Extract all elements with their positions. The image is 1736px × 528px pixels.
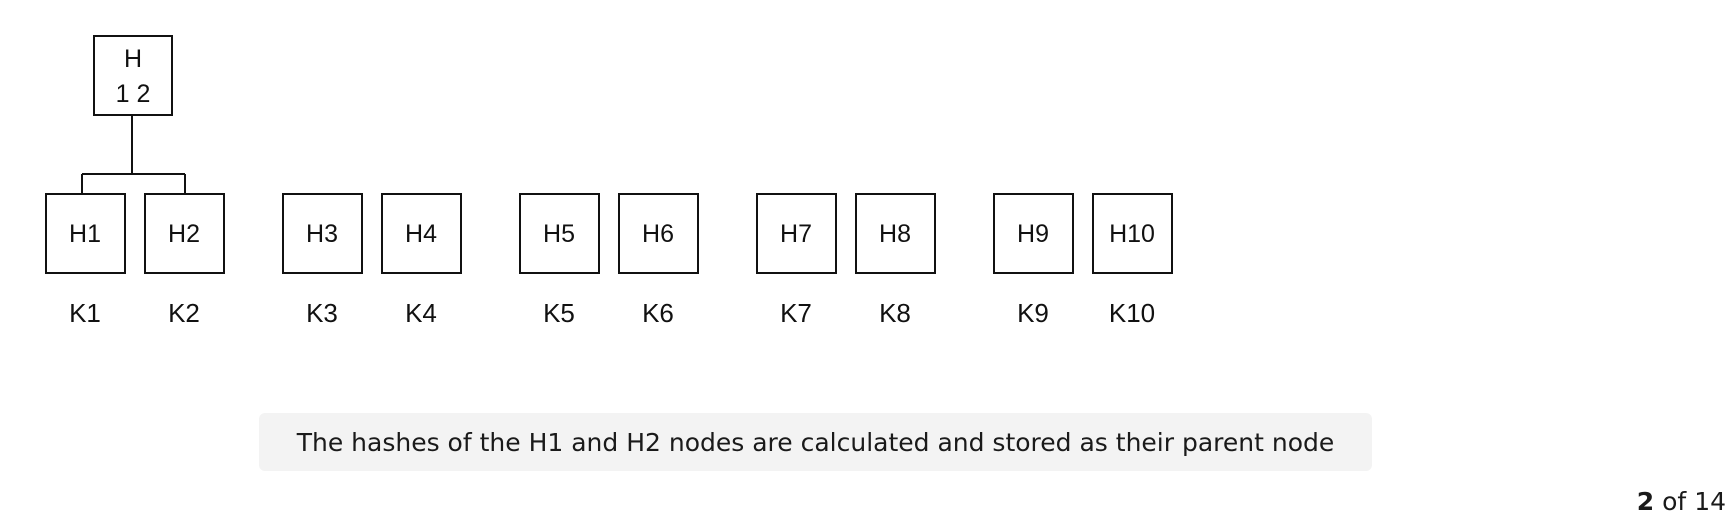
leaf-node-h10: H10 (1092, 193, 1173, 274)
key-label-k1: K1 (69, 298, 101, 328)
parent-node-h12: H 1 2 (93, 35, 173, 116)
key-label-k3: K3 (306, 298, 338, 328)
key-label-k8: K8 (879, 298, 911, 328)
parent-node-label-line1: H (124, 45, 142, 73)
hash-tree-diagram: H 1 2 H1 H2 H3 H4 H5 H6 H7 H8 H9 H10 (45, 35, 1173, 328)
leaf-node-h5: H5 (519, 193, 600, 274)
key-label-k2: K2 (168, 298, 200, 328)
key-label-k6: K6 (642, 298, 674, 328)
pager-separator: of (1662, 487, 1687, 516)
slide-pager: 2 of 14 (1637, 487, 1726, 516)
key-label-k9: K9 (1017, 298, 1049, 328)
key-label-k10: K10 (1109, 298, 1155, 328)
leaf-node-h9: H9 (993, 193, 1074, 274)
leaf-node-label: H3 (306, 220, 338, 248)
step-caption-text: The hashes of the H1 and H2 nodes are ca… (296, 427, 1335, 457)
pager-total: 14 (1694, 487, 1726, 516)
leaf-node-label: H1 (69, 220, 101, 248)
leaf-node-label: H8 (879, 220, 911, 248)
key-label-k4: K4 (405, 298, 437, 328)
leaf-node-h4: H4 (381, 193, 462, 274)
leaf-node-h1: H1 (45, 193, 126, 274)
leaf-node-label: H10 (1109, 220, 1155, 248)
leaf-node-h2: H2 (144, 193, 225, 274)
leaf-node-h6: H6 (618, 193, 699, 274)
leaf-node-label: H6 (642, 220, 674, 248)
leaf-node-label: H5 (543, 220, 575, 248)
leaf-node-label: H4 (405, 220, 437, 248)
parent-connector (81, 115, 186, 194)
step-caption: The hashes of the H1 and H2 nodes are ca… (259, 413, 1372, 471)
leaf-node-h8: H8 (855, 193, 936, 274)
key-label-k5: K5 (543, 298, 575, 328)
leaf-node-label: H2 (168, 220, 200, 248)
leaf-node-label: H7 (780, 220, 812, 248)
key-label-k7: K7 (780, 298, 812, 328)
pager-current: 2 (1636, 487, 1655, 516)
parent-node-label-line2: 1 2 (116, 80, 151, 108)
leaf-node-h7: H7 (756, 193, 837, 274)
leaf-node-label: H9 (1017, 220, 1049, 248)
leaf-node-h3: H3 (282, 193, 363, 274)
